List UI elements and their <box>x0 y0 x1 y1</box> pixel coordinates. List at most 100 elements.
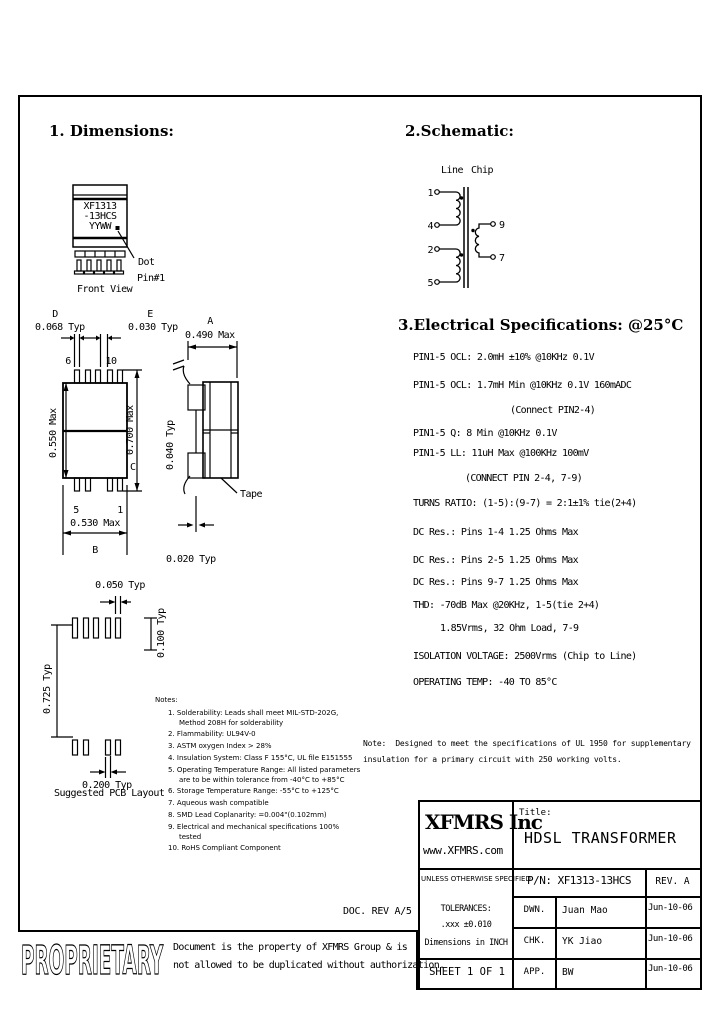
pin-label-6: 6 <box>65 356 71 367</box>
pcb-pitch: 0.050 Typ <box>95 580 145 591</box>
pin-label-1: 1 <box>117 505 123 516</box>
proprietary-word: PROPRIETARY <box>21 937 164 984</box>
spec-line: DC Res.: Pins 2-5 1.25 Ohms Max <box>413 555 579 566</box>
disclaimer-line1: Document is the property of XFMRS Group … <box>173 942 408 953</box>
dim-b-value: 0.530 Max <box>70 518 120 529</box>
pcb-pad-height: 0.100 Typ <box>156 608 167 658</box>
pcb-pad-width: 0.200 Typ <box>82 780 132 791</box>
spec-line: THD: -70dB Max @20KHz, 1-5(tie 2+4) <box>413 600 600 611</box>
package-dimension-drawing: D 0.068 Typ E 0.030 Typ 6 10 5 1 0.530 M… <box>35 309 263 565</box>
dim-c-value: 0.700 Max <box>125 405 136 455</box>
title-label: Title: <box>519 808 552 818</box>
company-name: XFMRS Inc <box>425 810 543 834</box>
dim-d-letter: D <box>52 309 58 320</box>
schematic-pin-5: 5 <box>427 278 433 289</box>
company-website: www.XFMRS.com <box>423 844 503 857</box>
spec-line: 1.85Vrms, 32 Ohm Load, 7-9 <box>440 623 579 634</box>
part-marking-line3: YYWW <box>89 221 113 232</box>
schematic-pin-4: 4 <box>427 221 433 232</box>
spec-line: DC Res.: Pins 9-7 1.25 Ohms Max <box>413 577 579 588</box>
transformer-schematic: Line Chip 1 4 2 5 9 7 <box>427 165 505 289</box>
pin-label-10: 10 <box>105 356 117 367</box>
dimensions-unit: Dimensions in INCH <box>424 938 508 948</box>
dim-a-letter: A <box>207 316 213 327</box>
spec-line: TURNS RATIO: (1-5):(9-7) = 2:1±1% tie(2+… <box>413 498 637 509</box>
unless-otherwise-specified: UNLESS OTHERWISE SPECIFIED <box>421 875 531 883</box>
dwn-date: Jun-10-06 <box>648 903 693 913</box>
part-number: P/N: XF1313-13HCS <box>526 874 632 887</box>
spec-line: DC Res.: Pins 1-4 1.25 Ohms Max <box>413 527 579 538</box>
dim-body-height: 0.550 Max <box>48 408 59 458</box>
dim-b-letter: B <box>92 545 98 556</box>
winding-polarity-dot <box>459 196 464 200</box>
app-date: Jun-10-06 <box>648 964 693 974</box>
dim-c-letter: C <box>130 462 136 473</box>
doc-rev: DOC. REV A/5 <box>343 906 412 917</box>
tolerance-value: .xxx ±0.010 <box>440 920 492 930</box>
tape-label: Tape <box>240 489 263 500</box>
chk-name: YK Jiao <box>562 936 603 947</box>
section-title-dimensions: 1. Dimensions: <box>49 122 174 140</box>
schematic-pin-2: 2 <box>427 245 433 256</box>
spec-line: (Connect PIN2-4) <box>510 405 596 416</box>
front-view-caption: Front View <box>77 284 134 295</box>
spec-line: (CONNECT PIN 2-4, 7-9) <box>465 473 583 484</box>
pcb-row-spacing: 0.725 Typ <box>42 664 53 714</box>
notes-block: Notes: 1. Solderability: Leads shall mee… <box>155 696 363 856</box>
schematic-pin-7: 7 <box>499 253 505 264</box>
app-label: APP. <box>523 967 546 977</box>
spec-line: PIN1-5 LL: 11uH Max @100KHz 100mV <box>413 448 589 459</box>
ul-note-line2: insulation for a primary circuit with 25… <box>363 755 622 764</box>
chk-label: CHK. <box>523 936 546 946</box>
note-item: 8. SMD Lead Coplanarity: =0.004"(0.102mm… <box>168 810 327 819</box>
note-item: 3. ASTM oxygen Index > 28% <box>168 742 272 751</box>
winding-polarity-dot <box>459 253 464 257</box>
tolerances-label: TOLERANCES: <box>440 904 492 914</box>
front-view-drawing: XF1313 -13HCS YYWW Dot Pin#1 Front View <box>72 184 166 295</box>
section-title-schematic: 2.Schematic: <box>405 122 514 140</box>
spec-line: PIN1-5 Q: 8 Min @10KHz 0.1V <box>413 428 557 439</box>
part-marking-line1: XF1313 <box>83 201 117 212</box>
drawing-title: HDSL TRANSFORMER <box>524 829 677 847</box>
schematic-line-label: Line <box>441 165 464 176</box>
dim-e-letter: E <box>147 309 153 320</box>
dim-lead-width: 0.020 Typ <box>166 554 216 565</box>
note-item: 5. Operating Temperature Range: All list… <box>168 765 361 784</box>
sheet-number: SHEET 1 OF 1 <box>429 966 505 978</box>
schematic-pin-9: 9 <box>499 220 505 231</box>
proprietary-strip: PROPRIETARY Document is the property of … <box>18 930 445 990</box>
dot-callout-line1: Dot <box>138 257 155 268</box>
dim-lead-thickness: 0.040 Typ <box>165 420 176 470</box>
note-item: 4. Insulation System: Class F 155°C, UL … <box>168 753 353 762</box>
winding-polarity-dot <box>471 228 475 233</box>
spec-line: PIN1-5 OCL: 2.0mH ±10% @10KHz 0.1V <box>413 352 595 363</box>
dwn-label: DWN. <box>523 905 546 915</box>
title-block: XFMRS Inc www.XFMRS.com Title: HDSL TRAN… <box>418 800 702 990</box>
spec-line: OPERATING TEMP: -40 TO 85°C <box>413 677 557 688</box>
spec-line: ISOLATION VOLTAGE: 2500Vrms (Chip to Lin… <box>413 651 637 662</box>
section-title-electrical: 3.Electrical Specifications: @25°C <box>398 316 684 334</box>
pin1-dot-marker <box>115 226 120 230</box>
note-item: 1. Solderability: Leads shall meet MIL-S… <box>168 708 339 727</box>
schematic-chip-label: Chip <box>471 165 494 176</box>
app-name: BW <box>562 967 574 978</box>
note-item: 7. Aqueous wash compatible <box>168 799 269 808</box>
dim-d-value: 0.068 Typ <box>35 322 85 333</box>
note-item: 6. Storage Temperature Range: -55°C to +… <box>168 787 339 796</box>
electrical-specs-list: PIN1-5 OCL: 2.0mH ±10% @10KHz 0.1V PIN1-… <box>413 346 705 691</box>
dim-e-value: 0.030 Typ <box>128 322 178 333</box>
spec-line: PIN1-5 OCL: 1.7mH Min @10KHz 0.1V 160mAD… <box>413 380 632 391</box>
notes-header: Notes: <box>155 696 178 704</box>
note-item: 2. Flammability: UL94V-0 <box>168 730 256 739</box>
dim-a-value: 0.490 Max <box>185 330 235 341</box>
rev: REV. A <box>655 876 690 887</box>
pcb-layout-drawing: 0.050 Typ 0.100 Typ 0.725 Typ 0.200 Typ … <box>42 580 167 799</box>
schematic-pin-1: 1 <box>427 188 433 199</box>
part-marking-line2: -13HCS <box>83 211 117 222</box>
pin-label-5: 5 <box>73 505 79 516</box>
chk-date: Jun-10-06 <box>648 934 693 944</box>
dot-callout-line2: Pin#1 <box>137 273 165 284</box>
ul-note-line1: Note: Designed to meet the specification… <box>363 739 691 748</box>
pcb-layout-caption: Suggested PCB Layout <box>54 788 165 799</box>
disclaimer-line2: not allowed to be duplicated without aut… <box>173 960 445 971</box>
